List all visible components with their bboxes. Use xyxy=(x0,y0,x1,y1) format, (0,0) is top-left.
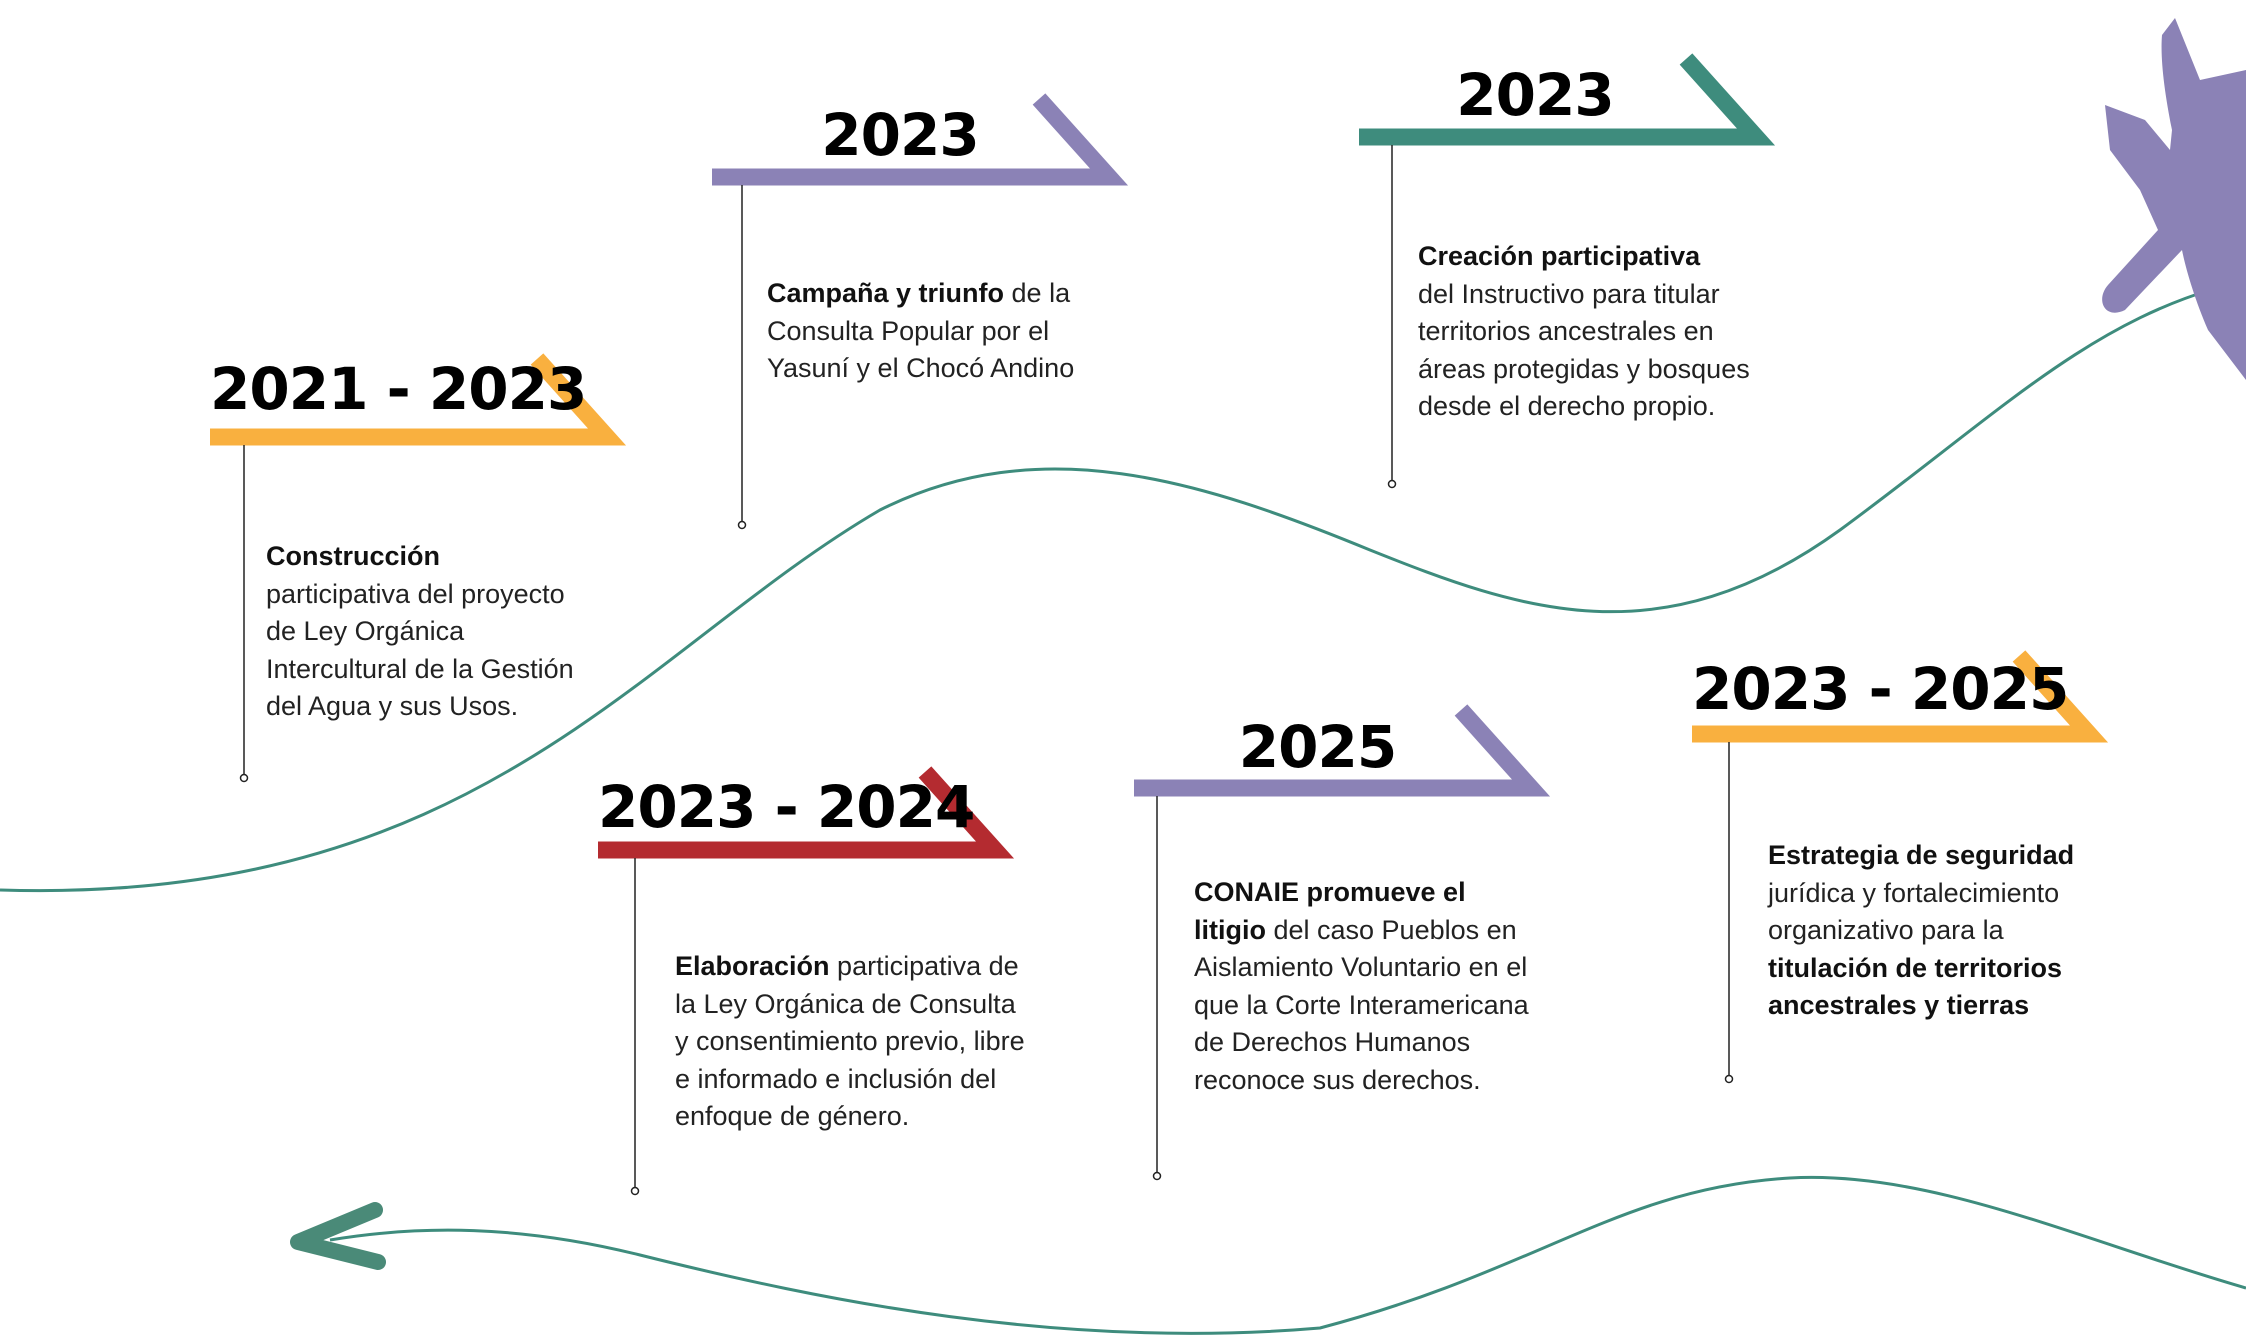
description-fragment: Campaña y triunfo xyxy=(767,278,1005,308)
description-fragment: áreas protegidas y bosques xyxy=(1418,353,1750,384)
milestone-year-3: 2023 xyxy=(1456,61,1614,129)
purple-star-icon xyxy=(2102,18,2246,380)
milestone-description-4: Elaboración participativa de la Ley Orgán… xyxy=(675,948,1025,1136)
arrowhead-left-icon xyxy=(290,1202,386,1270)
milestone-bar-1 xyxy=(210,353,627,446)
description-fragment: jurídica y fortalecimiento xyxy=(1768,877,2060,908)
milestone-bar-6 xyxy=(1692,650,2109,743)
description-fragment: de Ley Orgánica xyxy=(266,616,465,646)
milestone-year-6: 2023 - 2025 xyxy=(1692,655,2069,723)
milestone-bar-5 xyxy=(1134,704,1551,797)
milestone-description-6: Estrategia de seguridad jurídica y fortal… xyxy=(1768,837,2074,1025)
description-fragment: y consentimiento previo, libre xyxy=(675,1026,1025,1056)
milestone-year-2: 2023 xyxy=(821,101,979,169)
description-fragment: Intercultural de la Gestión xyxy=(266,653,574,684)
milestone-description-2: Campaña y triunfo de la Consulta Popular … xyxy=(767,275,1074,388)
description-fragment: territorios ancestrales en xyxy=(1418,316,1714,346)
milestone-bar-4 xyxy=(598,766,1015,859)
description-fragment: desde el derecho propio. xyxy=(1418,391,1716,421)
milestone-bar-3 xyxy=(1359,53,1776,146)
description-fragment: de la xyxy=(1004,278,1071,308)
description-fragment: de Derechos Humanos xyxy=(1194,1027,1471,1057)
milestone-year-4: 2023 - 2024 xyxy=(598,773,975,841)
timeline-curve-upper xyxy=(0,288,2211,893)
milestone-endpoint-5 xyxy=(1152,1171,1162,1181)
description-fragment: CONAIE promueve el xyxy=(1194,877,1466,907)
milestone-endpoint-6 xyxy=(1724,1074,1734,1084)
description-fragment: e informado e inclusión del xyxy=(675,1063,997,1094)
description-fragment: la Ley Orgánica de Consulta xyxy=(675,988,1016,1019)
description-fragment: participativa de xyxy=(829,951,1019,981)
description-fragment: que la Corte Interamericana xyxy=(1194,989,1529,1020)
description-fragment: organizativo para la xyxy=(1768,915,2004,945)
milestone-description-5: CONAIE promueve el litigio del caso Puebl… xyxy=(1194,874,1529,1099)
description-fragment: del caso Pueblos en xyxy=(1265,914,1517,945)
description-fragment: enfoque de género. xyxy=(675,1101,910,1131)
timeline-curve-lower xyxy=(329,1175,2246,1335)
milestone-year-5: 2025 xyxy=(1238,713,1397,781)
description-fragment: Construcción xyxy=(266,541,441,571)
milestone-bar-2 xyxy=(712,93,1129,186)
milestone-endpoint-3 xyxy=(1387,479,1397,489)
description-fragment: Consulta Popular por el xyxy=(767,315,1050,346)
description-fragment: litigio xyxy=(1194,914,1266,945)
description-fragment: ancestrales y tierras xyxy=(1768,990,2030,1020)
description-fragment: del Instructivo para titular xyxy=(1418,278,1720,309)
description-fragment: Elaboración xyxy=(675,951,830,981)
milestone-endpoint-1 xyxy=(239,773,249,783)
milestone-endpoint-4 xyxy=(630,1186,640,1196)
description-fragment: participativa del proyecto xyxy=(266,578,565,609)
description-fragment: reconoce sus derechos. xyxy=(1194,1064,1481,1095)
description-fragment: titulación de territorios xyxy=(1768,952,2063,983)
description-fragment: del Agua y sus Usos. xyxy=(266,691,519,721)
milestone-endpoint-2 xyxy=(737,520,747,530)
milestone-year-1: 2021 - 2023 xyxy=(210,355,587,423)
milestone-description-1: Construcción participativa del proyecto de… xyxy=(266,538,574,726)
description-fragment: Yasuní y el Chocó Andino xyxy=(767,353,1075,383)
milestone-description-3: Creación participativa del Instructivo pa… xyxy=(1418,238,1750,426)
description-fragment: Aislamiento Voluntario en el xyxy=(1194,952,1528,982)
description-fragment: Creación participativa xyxy=(1418,241,1701,271)
description-fragment: Estrategia de seguridad xyxy=(1768,840,2075,870)
